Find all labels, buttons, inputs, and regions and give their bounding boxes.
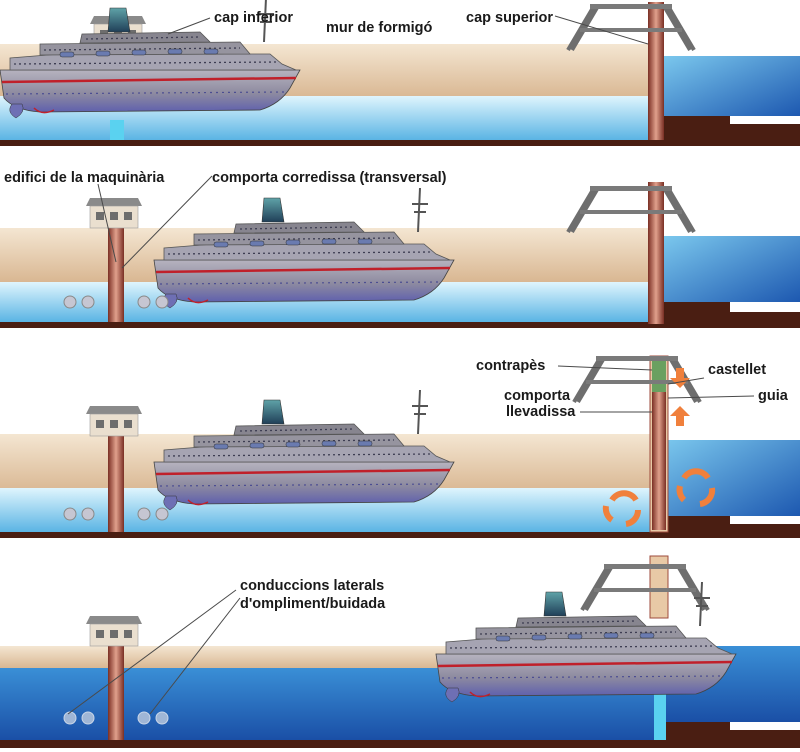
label-cap-inferior: cap inferior <box>214 10 293 26</box>
label-edifici: edifici de la maquinària <box>4 170 165 186</box>
labels: cap inferior mur de formigó cap superior… <box>4 10 789 612</box>
label-comporta-2: llevadissa <box>506 404 576 420</box>
label-conduccions-1: conduccions laterals <box>240 578 384 594</box>
leader-lines <box>67 15 755 715</box>
label-guia: guia <box>758 388 789 404</box>
label-conduccions-2: d'ompliment/buidada <box>240 596 386 612</box>
panel-1-lower-level <box>0 0 800 146</box>
label-cap-superior: cap superior <box>466 10 553 26</box>
label-comporta-1: comporta <box>504 388 571 404</box>
panel-4-upper-level <box>0 555 800 748</box>
label-comporta-corredissa: comporta corredissa (transversal) <box>212 170 447 186</box>
panel-2-sliding-gate <box>0 182 800 328</box>
panel-3-lifting-gate <box>0 354 800 538</box>
label-castellet: castellet <box>708 362 766 378</box>
label-mur-formigo: mur de formigó <box>326 20 432 36</box>
label-contrapes: contrapès <box>476 358 545 374</box>
